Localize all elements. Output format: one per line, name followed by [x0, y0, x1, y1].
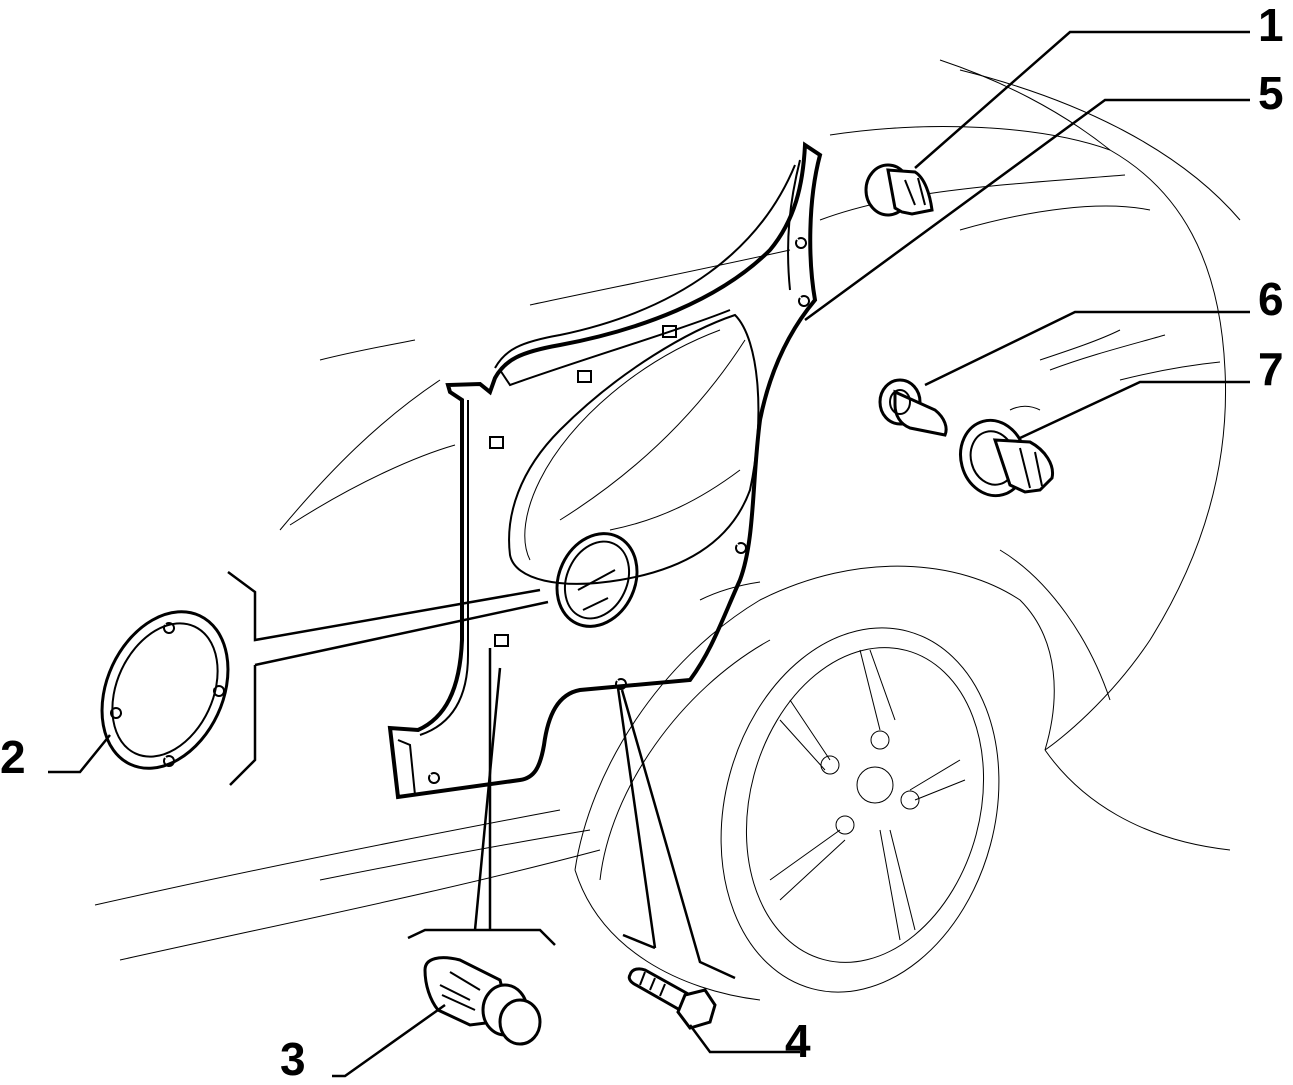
part-4-bolt	[627, 967, 717, 1030]
callout-2: 2	[0, 731, 26, 783]
wheel-arch-liner	[387, 141, 823, 800]
part-7-clip	[959, 418, 1055, 498]
wheel	[720, 627, 1000, 993]
part-6-fastener	[878, 378, 948, 437]
part-1-clip	[864, 163, 934, 217]
callout-4: 4	[785, 1015, 811, 1067]
part-3-push-rivet	[423, 956, 542, 1046]
leader-lines	[48, 30, 1250, 1078]
callout-7: 7	[1258, 343, 1284, 395]
callout-6: 6	[1258, 273, 1284, 325]
callout-3: 3	[280, 1033, 306, 1085]
car-body-outline	[94, 59, 1241, 1001]
callout-5: 5	[1258, 67, 1284, 119]
callout-1: 1	[1258, 0, 1284, 51]
part-2-ring	[100, 610, 230, 770]
